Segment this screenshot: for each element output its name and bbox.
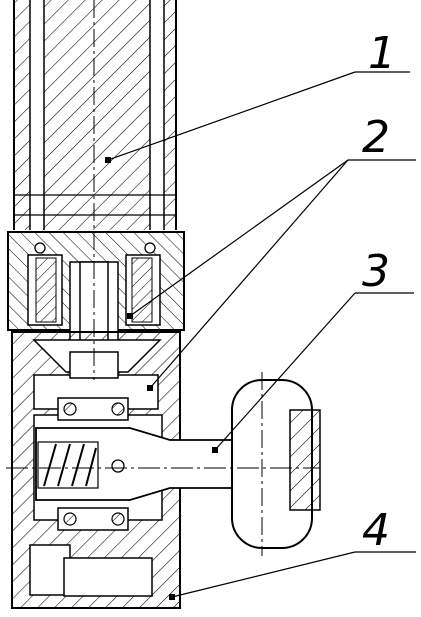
- horizontal-shaft: [35, 427, 239, 501]
- center-lines: [6, 0, 320, 469]
- callout-2: 2: [362, 112, 390, 163]
- side-wheel: [231, 372, 321, 556]
- callout-3: 3: [362, 246, 390, 297]
- bearing-upper: [57, 397, 129, 421]
- leader-lines: [105, 71, 416, 600]
- upper-column: [13, 0, 177, 230]
- callout-1: 1: [368, 28, 396, 79]
- bearing-lower: [57, 507, 129, 531]
- callout-4: 4: [362, 505, 390, 556]
